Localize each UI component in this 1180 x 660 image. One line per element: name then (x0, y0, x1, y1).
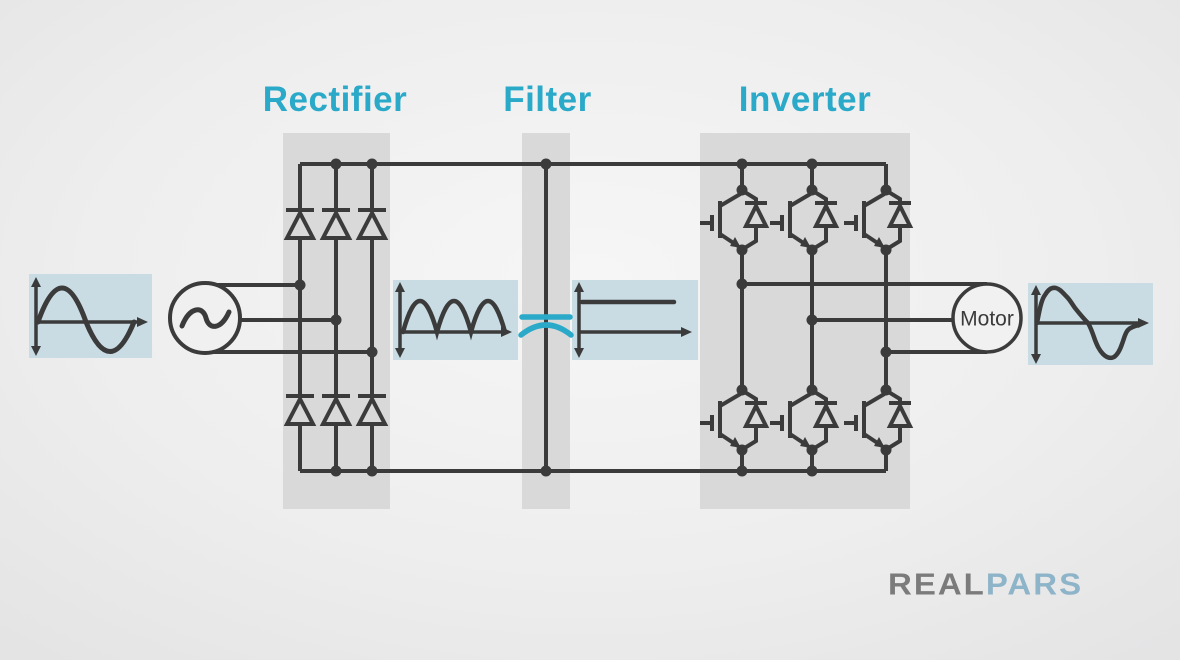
filter-heading: Filter (503, 80, 592, 119)
output-waveform (1031, 285, 1149, 364)
rectified-waveform (395, 282, 512, 358)
logo-pars-text: Pars (985, 567, 1084, 602)
junction-dots (294, 158, 892, 477)
logo-real-text: Real (888, 567, 986, 602)
motor-label: Motor (960, 308, 1014, 331)
realpars-logo: RealPars (888, 568, 1118, 601)
dc-waveform (574, 282, 692, 358)
motor-symbol: Motor (951, 282, 1023, 354)
sine-symbol (179, 307, 232, 329)
input-sine-waveform (31, 277, 148, 356)
inverter-heading: Inverter (738, 80, 872, 119)
ac-source-icon (168, 281, 242, 355)
dc-bus-lines (300, 162, 886, 473)
input-waveform-panel (29, 274, 152, 358)
rectifier-heading: Rectifier (262, 80, 408, 119)
rectified-waveform-panel (393, 280, 518, 360)
dc-waveform-panel (572, 280, 698, 360)
capacitor-icon (518, 314, 574, 338)
